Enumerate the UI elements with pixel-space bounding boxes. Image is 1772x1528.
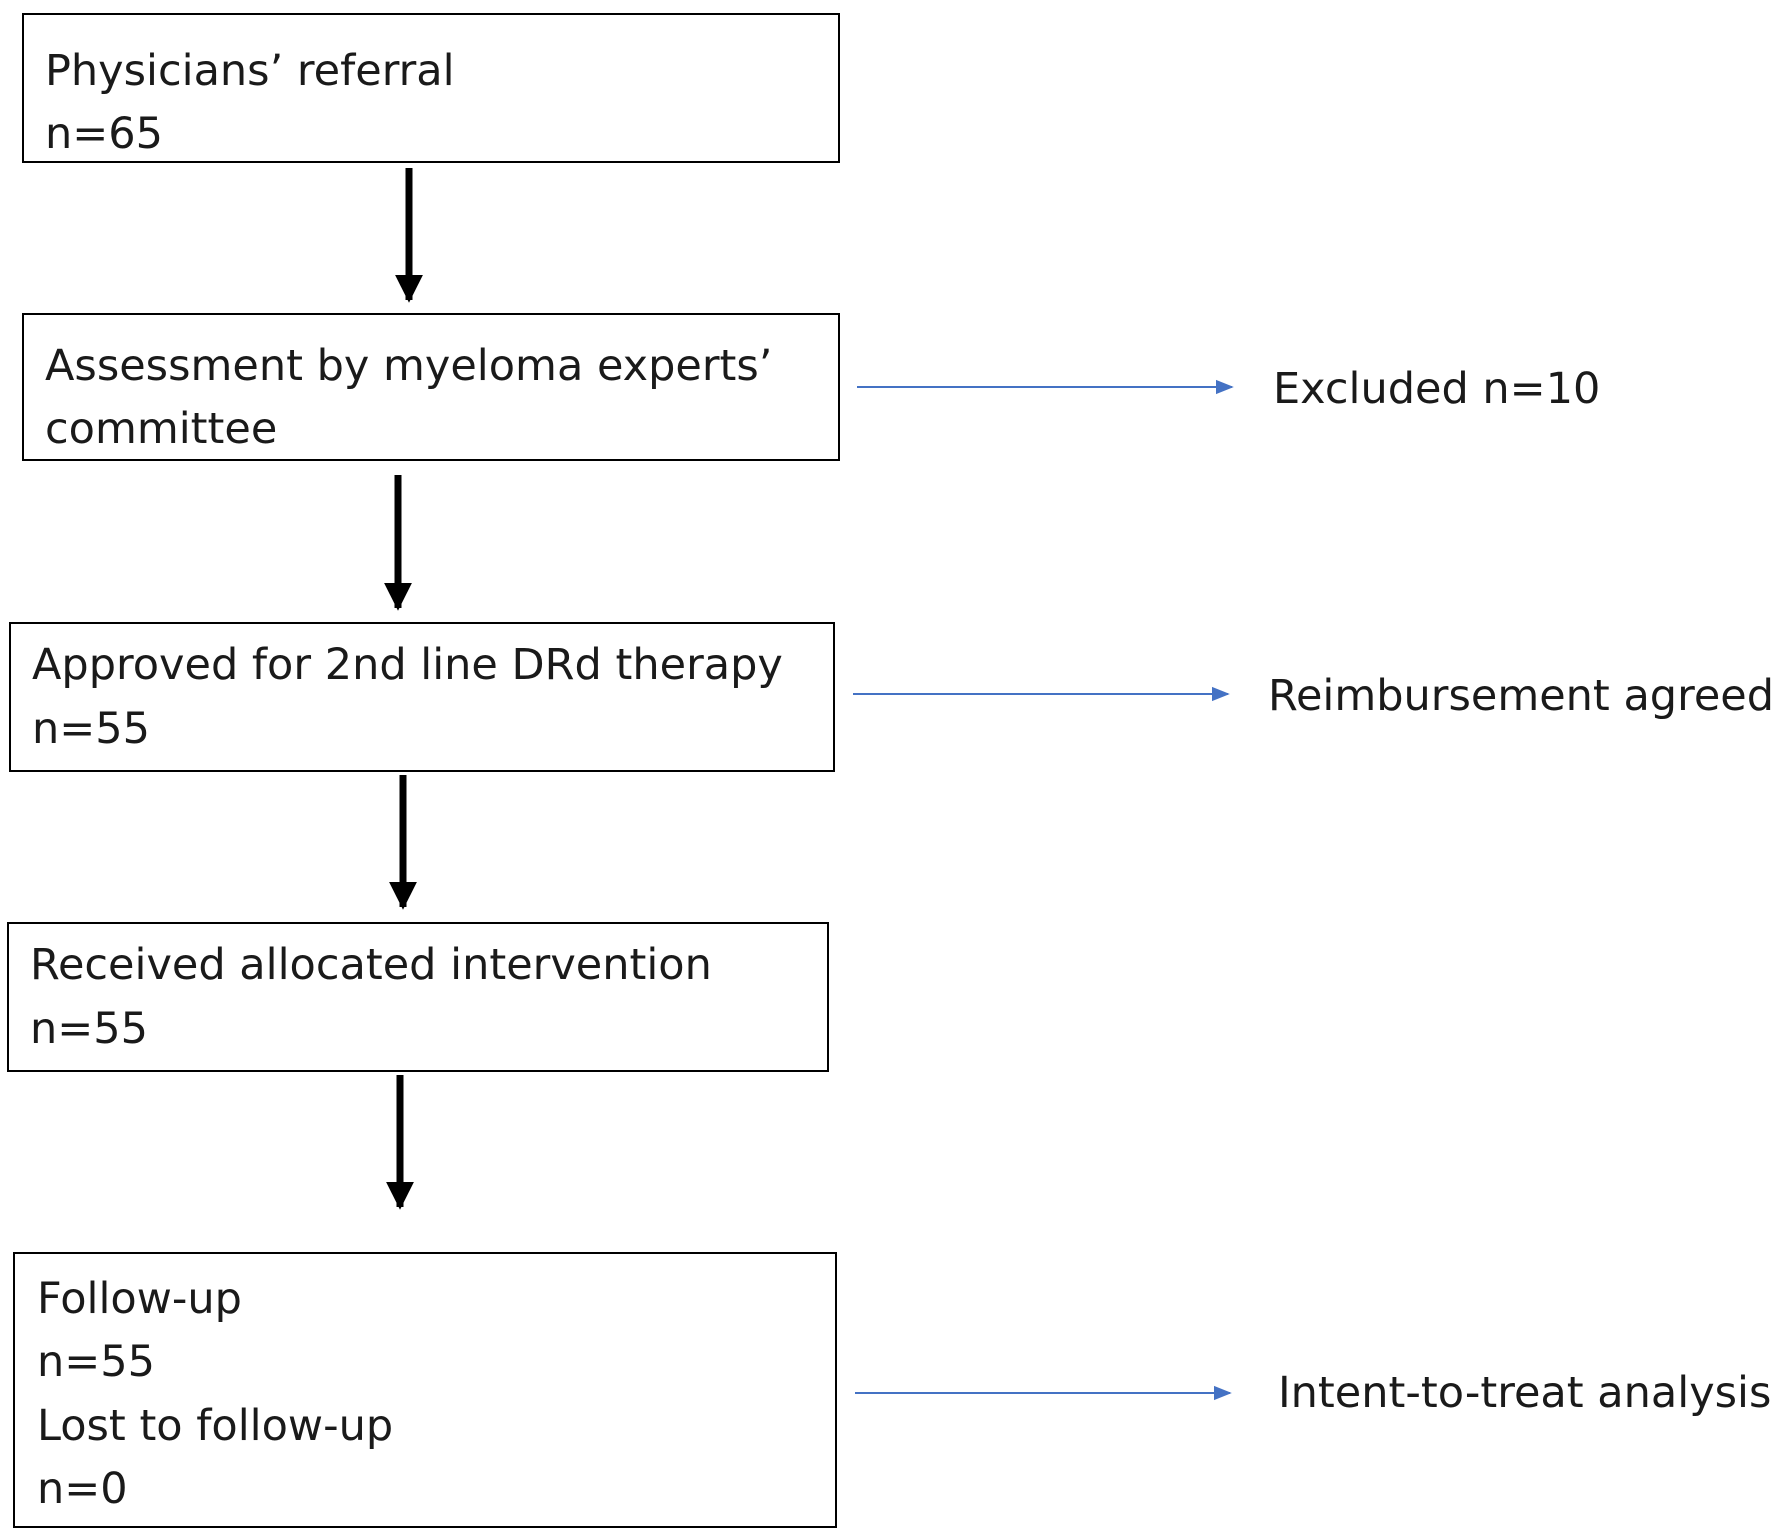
box-text-line: Approved for 2nd line DRd therapy [32,640,783,690]
box-text-line: n=65 [45,109,163,159]
box-follow-up: Follow-up n=55 Lost to follow-up n=0 [13,1252,837,1528]
box-text-line: committee [45,404,278,454]
box-received-intervention: Received allocated intervention n=55 [7,922,829,1072]
box-text-line: Assessment by myeloma experts’ [45,341,773,391]
box-text-line: Follow-up [37,1274,242,1324]
intent-to-treat-label: Intent-to-treat analysis [1278,1368,1772,1418]
box-assessment: Assessment by myeloma experts’ committee [22,313,840,461]
box-text-line: n=55 [32,704,150,754]
excluded-label: Excluded n=10 [1273,364,1601,414]
box-text-line: n=0 [37,1464,128,1514]
box-text-line: Received allocated intervention [30,940,712,990]
box-text-line: Physicians’ referral [45,46,455,96]
box-text-line: Lost to follow-up [37,1401,394,1451]
box-physicians-referral: Physicians’ referral n=65 [22,13,840,163]
box-text-line: n=55 [30,1004,148,1054]
reimbursement-label: Reimbursement agreed [1268,671,1772,721]
box-text-line: n=55 [37,1337,155,1387]
box-approved: Approved for 2nd line DRd therapy n=55 [9,622,835,772]
